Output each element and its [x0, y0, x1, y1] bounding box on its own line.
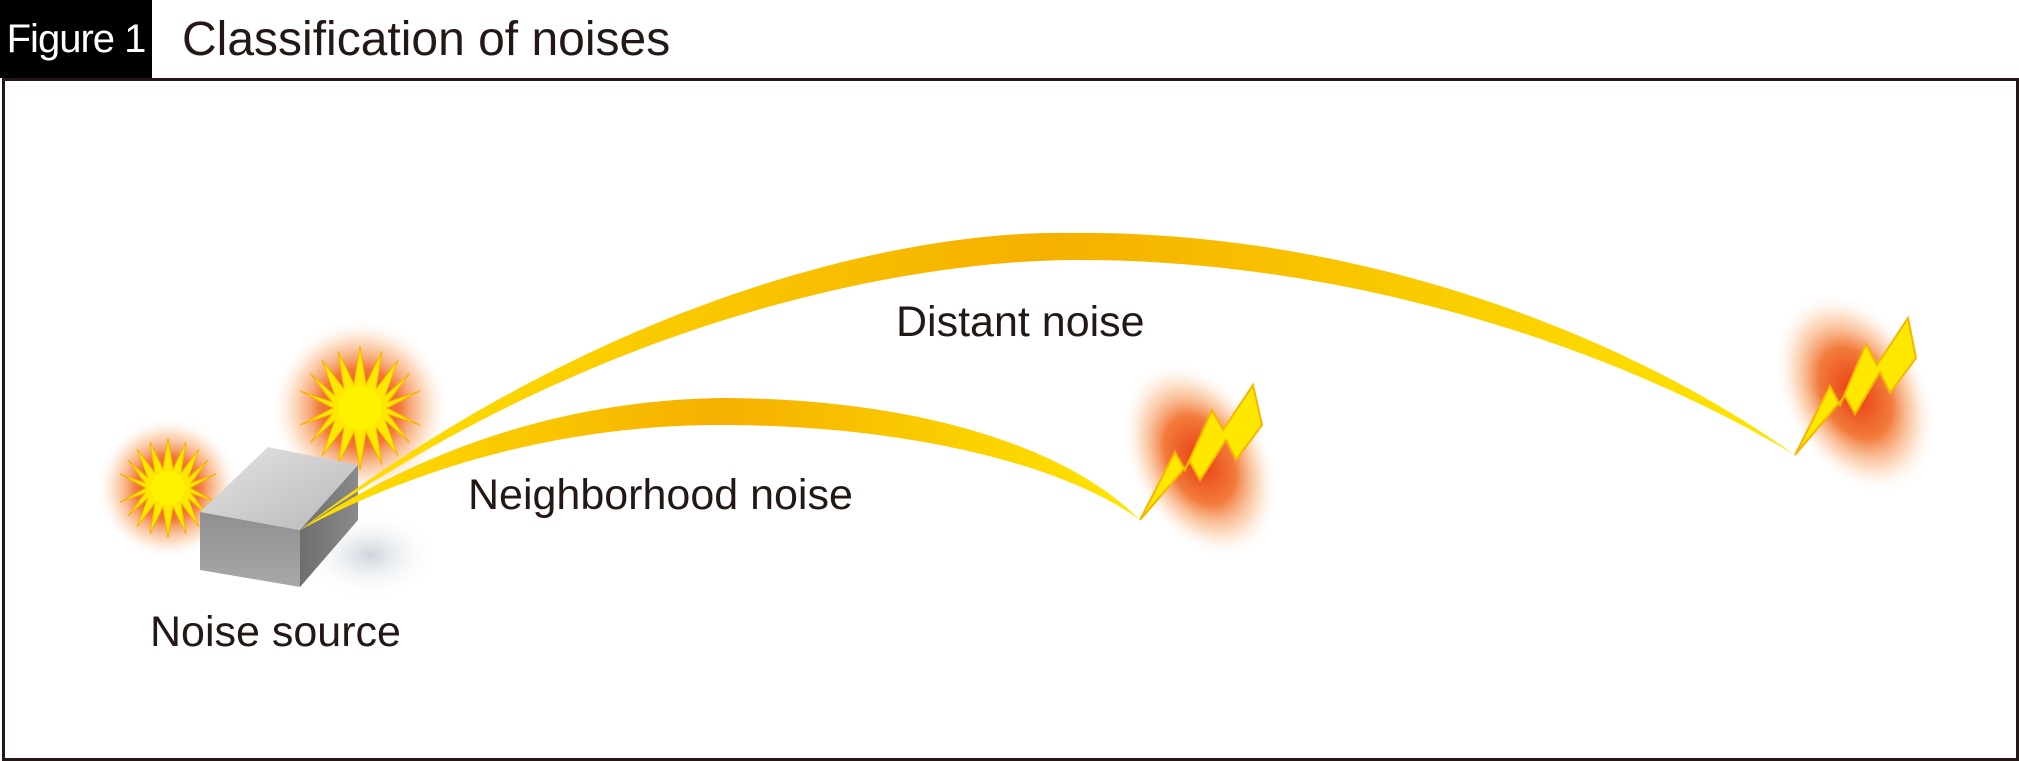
noise-source-box	[200, 447, 358, 587]
sun-burst-icon	[270, 318, 450, 498]
figure-frame	[2, 78, 2019, 761]
neighborhood-noise-label: Neighborhood noise	[468, 471, 853, 519]
box-side-face	[300, 465, 358, 587]
box-top-face	[200, 447, 358, 530]
lightning-bolt-icon	[1794, 315, 1918, 456]
box-front-face	[200, 512, 300, 587]
distant-noise-label: Distant noise	[896, 298, 1145, 346]
figure-title: Classification of noises	[182, 13, 671, 66]
figure-number-tag: Figure 1	[0, 0, 152, 78]
noise-source-label: Noise source	[150, 608, 401, 656]
lightning-bolt-icon	[1139, 382, 1264, 521]
neighborhood-noise-arc	[300, 398, 1140, 530]
